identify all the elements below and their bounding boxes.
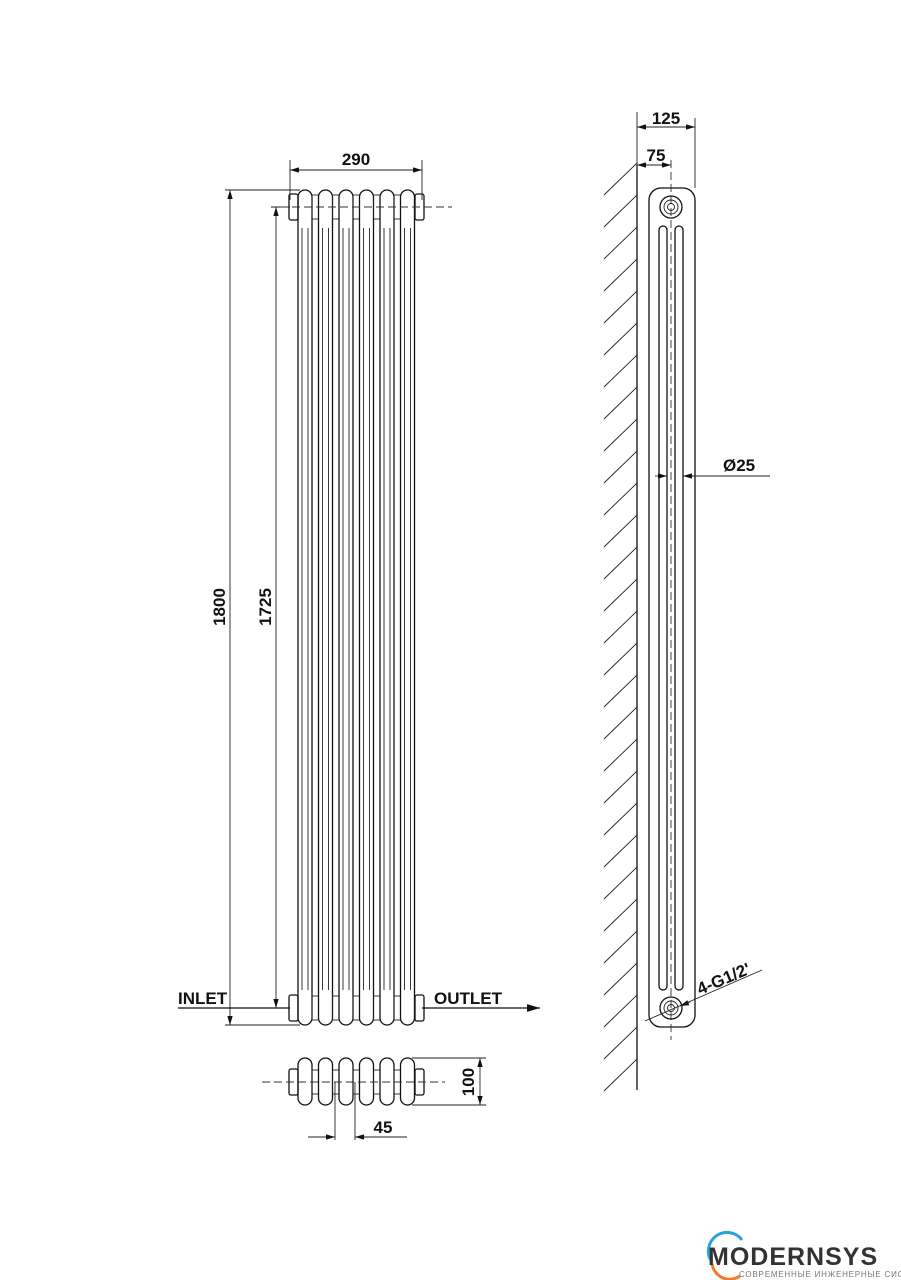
pitch-label: 45	[374, 1118, 393, 1137]
column-section	[297, 1057, 319, 1106]
side-view	[648, 160, 696, 1040]
inlet-label: INLET	[178, 989, 228, 1008]
modernsys-logo: MODERNSYS СОВРЕМЕННЫЕ ИНЖЕНЕРНЫЕ СИСТЕМЫ	[706, 1230, 901, 1280]
wall-hatch	[603, 290, 638, 324]
height-label: 1800	[210, 588, 229, 626]
dimension-width: 290	[289, 150, 423, 200]
radiator-column	[358, 189, 381, 1026]
top-view	[288, 1057, 425, 1106]
wall-hatch	[603, 386, 638, 420]
dimension-center-height: 1725	[256, 206, 290, 1008]
top-connection-icon	[659, 195, 683, 219]
wall-hatch	[603, 354, 638, 388]
radiator-column	[338, 189, 360, 1026]
depth-label: 100	[459, 1068, 478, 1096]
wall-hatch	[603, 482, 638, 516]
width-label: 290	[342, 150, 370, 169]
wall-hatch	[603, 770, 638, 804]
dimension-depth-top: 100	[412, 1057, 486, 1106]
column-section	[358, 1057, 381, 1106]
wall-hatch	[603, 610, 638, 644]
wall-hatch	[603, 258, 638, 292]
wall-hatch	[603, 994, 638, 1028]
dimension-wall-offset: 75	[637, 146, 671, 168]
end-plug-icon	[288, 994, 299, 1022]
front-view	[288, 189, 425, 1026]
logo-tagline: СОВРЕМЕННЫЕ ИНЖЕНЕРНЫЕ СИСТЕМЫ	[739, 1270, 901, 1279]
wall-hatch	[603, 898, 638, 932]
wall-hatch	[603, 1026, 638, 1060]
center-height-label: 1725	[256, 588, 275, 626]
wall-hatch	[603, 1058, 638, 1092]
wall-hatch	[603, 738, 638, 772]
wall-hatch	[603, 546, 638, 580]
side-depth-label: 125	[652, 109, 680, 128]
wall-hatch	[603, 706, 638, 740]
wall-hatch	[603, 162, 638, 196]
column-section	[317, 1057, 340, 1106]
wall-hatch	[603, 322, 638, 356]
wall-hatch	[603, 930, 638, 964]
wall	[603, 162, 638, 1092]
wall-hatch	[603, 674, 638, 708]
wall-hatch	[603, 226, 638, 260]
connection-label: 4-G1/2'	[694, 959, 753, 998]
column-section	[399, 1057, 416, 1106]
wall-hatch	[603, 642, 638, 676]
column-section	[338, 1057, 360, 1106]
wall-hatch	[603, 962, 638, 996]
wall-hatch	[603, 834, 638, 868]
wall-hatch	[603, 450, 638, 484]
dimension-pitch: 45	[308, 1082, 407, 1140]
dimension-side-depth: 125	[636, 109, 696, 188]
wall-hatch	[603, 514, 638, 548]
radiator-column	[399, 189, 416, 1026]
radiator-column	[379, 189, 401, 1026]
dimension-tube-diameter: Ø25	[655, 456, 770, 479]
logo-brand: MODERNSYS	[708, 1243, 878, 1271]
wall-hatch	[603, 194, 638, 228]
column-section	[379, 1057, 401, 1106]
wall-offset-label: 75	[647, 146, 666, 165]
dimension-height: 1800	[210, 189, 300, 1026]
wall-hatch	[603, 418, 638, 452]
tube-diameter-label: Ø25	[723, 456, 755, 475]
wall-hatch	[603, 802, 638, 836]
inlet: INLET	[178, 989, 290, 1009]
radiator-column	[317, 189, 340, 1026]
outlet-label: OUTLET	[434, 989, 503, 1008]
wall-hatch	[603, 866, 638, 900]
radiator-column	[297, 189, 319, 1026]
wall-hatch	[603, 578, 638, 612]
outlet: OUTLET	[422, 989, 540, 1012]
